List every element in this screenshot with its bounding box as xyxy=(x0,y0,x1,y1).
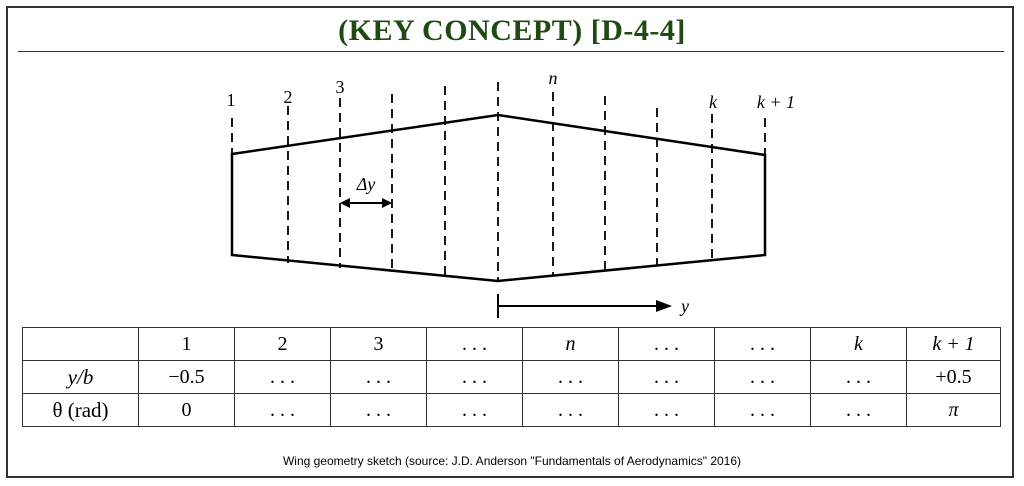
table-cell: . . . xyxy=(714,393,811,427)
table-cell: . . . xyxy=(234,360,331,394)
table-cell: . . . xyxy=(522,360,619,394)
figure-caption: Wing geometry sketch (source: J.D. Ander… xyxy=(282,454,742,468)
station-label-2: 2 xyxy=(284,87,293,107)
station-label-1: 1 xyxy=(227,90,236,110)
table-cell: . . . xyxy=(234,393,331,427)
table-cell: . . . xyxy=(522,393,619,427)
table-header-cell: n xyxy=(522,327,619,361)
wing-geometry-sketch: 1 2 3 n k k + 1 Δy y xyxy=(227,68,795,318)
row-label: y/b xyxy=(22,360,139,394)
table-cell: . . . xyxy=(426,393,523,427)
station-label-k: k xyxy=(709,92,718,112)
y-axis-arrowhead xyxy=(656,300,672,312)
delta-y-arrowhead-left xyxy=(340,198,350,208)
table-cell: −0.5 xyxy=(138,360,235,394)
table-cell: . . . xyxy=(618,393,715,427)
station-label-3: 3 xyxy=(336,77,345,97)
table-header-cell: k xyxy=(810,327,907,361)
table-header-cell: . . . xyxy=(714,327,811,361)
content-frame xyxy=(6,6,1014,478)
table-header-cell: 1 xyxy=(138,327,235,361)
table-header-cell: 2 xyxy=(234,327,331,361)
station-label-n: n xyxy=(549,68,558,88)
table-cell: 0 xyxy=(138,393,235,427)
table-cell: π xyxy=(906,393,1001,427)
table-header-cell xyxy=(22,327,139,361)
table-header-cell: . . . xyxy=(426,327,523,361)
table-header-cell: k + 1 xyxy=(906,327,1001,361)
table-header-cell: . . . xyxy=(618,327,715,361)
table-cell: . . . xyxy=(810,393,907,427)
page-title: (KEY CONCEPT) [D-4-4] xyxy=(338,14,686,47)
table-cell: . . . xyxy=(330,393,427,427)
delta-y-arrowhead-right xyxy=(382,198,392,208)
delta-y-label: Δy xyxy=(356,174,376,194)
table-cell: . . . xyxy=(714,360,811,394)
wing-planform-outline xyxy=(230,113,767,283)
station-label-k-plus-1: k + 1 xyxy=(757,92,795,112)
table-header-cell: 3 xyxy=(330,327,427,361)
table-row-theta: θ (rad) 0 . . . . . . . . . . . . . . . … xyxy=(22,393,1001,427)
table-cell: . . . xyxy=(810,360,907,394)
title-divider xyxy=(18,51,1004,52)
table-header-row: 1 2 3 . . . n . . . . . . k k + 1 xyxy=(22,327,1001,361)
table-cell: . . . xyxy=(426,360,523,394)
table-cell: +0.5 xyxy=(906,360,1001,394)
table-row-y-over-b: y/b −0.5 . . . . . . . . . . . . . . . .… xyxy=(22,360,1001,394)
y-axis-label: y xyxy=(679,296,689,316)
station-table: 1 2 3 . . . n . . . . . . k k + 1 y/b −0… xyxy=(22,327,1001,427)
table-cell: . . . xyxy=(330,360,427,394)
row-label: θ (rad) xyxy=(22,393,139,427)
table-cell: . . . xyxy=(618,360,715,394)
